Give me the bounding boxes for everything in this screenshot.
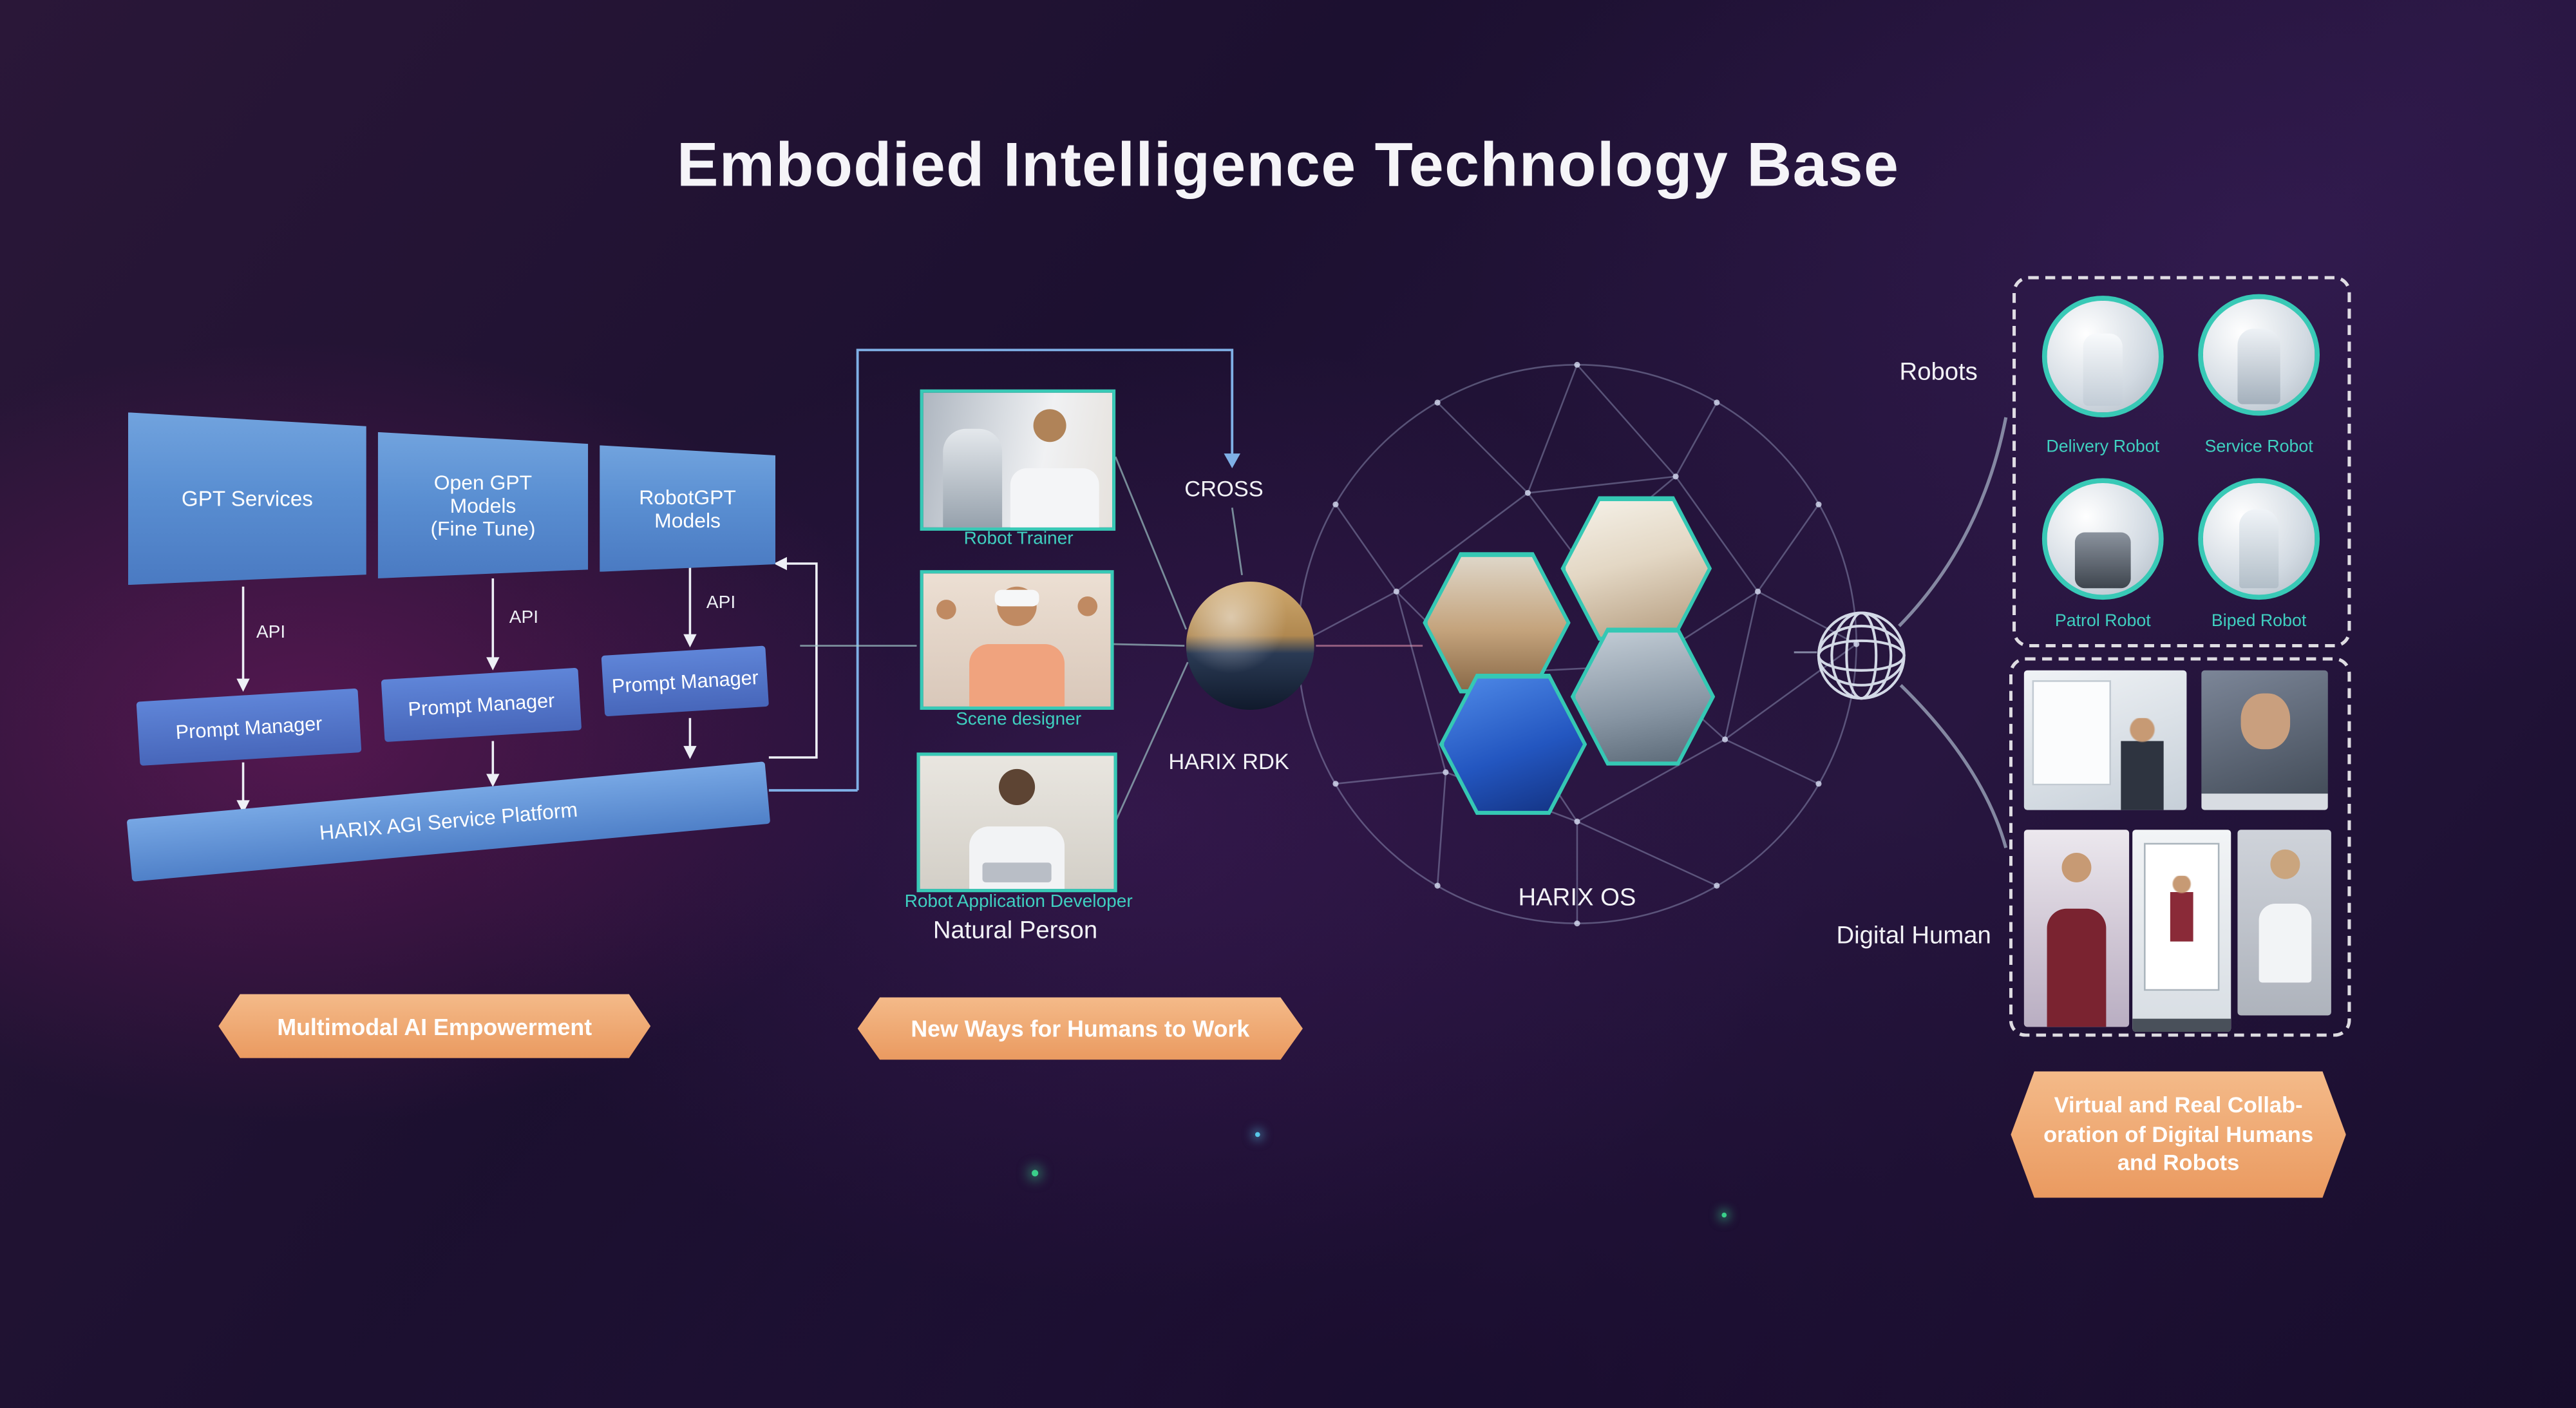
harix-rdk-globe-image — [1186, 582, 1314, 710]
robot-app-developer-caption: Robot Application Developer — [904, 892, 1133, 912]
digital-human-figure — [2258, 904, 2311, 983]
biped-robot-image — [2198, 478, 2320, 600]
digital-human-figure — [2061, 852, 2092, 882]
prompt-manager-label: Prompt Manager — [611, 665, 759, 698]
globe-icon — [1817, 611, 1906, 700]
digital-human-kiosk-photo — [2132, 830, 2231, 1032]
digital-human-hostess-photo — [2023, 830, 2130, 1027]
scene-designer-photo — [920, 570, 1114, 710]
delivery-robot-image — [2041, 296, 2164, 417]
harix-agi-platform-label: HARIX AGI Service Platform — [318, 798, 579, 845]
robot-figure — [943, 428, 1003, 528]
digital-human-group-box — [2009, 657, 2351, 1037]
os-scene-hex — [1560, 496, 1712, 641]
scene-designer-caption: Scene designer — [956, 710, 1082, 730]
harix-os-sphere-wireframe — [1297, 364, 1857, 924]
digital-human-presenter-photo — [2023, 670, 2187, 810]
delivery-robot-label: Delivery Robot — [2046, 437, 2160, 457]
service-robot-figure — [2237, 328, 2280, 404]
api-label: API — [706, 593, 736, 613]
biped-robot-label: Biped Robot — [2211, 611, 2307, 631]
decor-dot — [1721, 1212, 1727, 1218]
cross-label: CROSS — [1184, 476, 1264, 502]
open-gpt-models-label: Open GPT Models (Fine Tune) — [430, 470, 536, 540]
harix-agi-platform-banner: HARIX AGI Service Platform — [126, 761, 771, 882]
api-label: API — [509, 607, 539, 628]
digital-human-figure — [2170, 875, 2193, 942]
person-figure — [999, 768, 1036, 805]
robots-group-box — [2012, 276, 2351, 648]
virtual-real-collaboration-banner: Virtual and Real Collab- oration of Digi… — [2011, 1071, 2346, 1198]
person-figure — [1033, 409, 1066, 442]
digital-human-video-photo — [2201, 670, 2328, 810]
kiosk-base-figure — [2132, 1018, 2231, 1032]
virtual-real-collaboration-label: Virtual and Real Collab- oration of Digi… — [2043, 1092, 2314, 1176]
os-scene-hex — [1423, 552, 1571, 694]
multimodal-ai-banner: Multimodal AI Empowerment — [218, 994, 651, 1058]
digital-human-figure — [2047, 908, 2107, 1027]
person-figure — [1010, 468, 1099, 528]
robotgpt-models-label: RobotGPT Models — [639, 485, 736, 532]
scene-image — [1575, 631, 1711, 762]
service-robot-image — [2198, 294, 2320, 416]
prompt-manager-box: Prompt Manager — [381, 667, 582, 743]
robot-trainer-caption: Robot Trainer — [963, 529, 1074, 549]
os-scene-hex — [1439, 673, 1587, 815]
patrol-robot-figure — [2074, 532, 2131, 589]
person-figure — [969, 643, 1065, 707]
new-ways-banner: New Ways for Humans to Work — [857, 997, 1303, 1060]
decor-dot — [1032, 1170, 1039, 1177]
globe-branches — [1898, 417, 2008, 849]
service-robot-label: Service Robot — [2204, 437, 2313, 457]
biped-robot-figure — [2239, 509, 2279, 589]
person-figure — [1077, 596, 1098, 616]
harix-os-label: HARIX OS — [1518, 884, 1636, 912]
prompt-manager-label: Prompt Manager — [175, 711, 323, 743]
os-scene-hex — [1570, 627, 1716, 766]
natural-person-label: Natural Person — [933, 917, 1098, 945]
gpt-services-label: GPT Services — [181, 486, 313, 511]
digital-human-child-photo — [2237, 830, 2331, 1016]
digital-human-face-figure — [2240, 693, 2289, 750]
vr-headset-figure — [994, 589, 1039, 607]
laptop-figure — [2201, 794, 2328, 810]
harix-rdk-label: HARIX RDK — [1168, 749, 1289, 774]
delivery-robot-figure — [2083, 333, 2123, 406]
prompt-manager-box: Prompt Manager — [601, 645, 769, 717]
scene-image — [1564, 500, 1708, 637]
new-ways-banner-label: New Ways for Humans to Work — [911, 1015, 1250, 1042]
robots-title: Robots — [1899, 358, 1978, 386]
patrol-robot-image — [2041, 478, 2164, 600]
laptop-figure — [982, 862, 1052, 882]
digital-human-title: Digital Human — [1836, 922, 1991, 950]
patrol-robot-label: Patrol Robot — [2054, 611, 2151, 631]
cross-arrowhead — [1224, 453, 1241, 469]
gpt-services-box: GPT Services — [128, 412, 366, 585]
open-gpt-models-box: Open GPT Models (Fine Tune) — [377, 432, 589, 578]
prompt-manager-label: Prompt Manager — [407, 689, 556, 721]
scene-image — [1443, 678, 1583, 811]
scene-image — [1426, 556, 1567, 690]
robot-app-developer-photo — [916, 752, 1117, 893]
api-label: API — [256, 622, 286, 643]
presentation-screen-figure — [2032, 680, 2112, 786]
page-title: Embodied Intelligence Technology Base — [676, 131, 1900, 201]
robot-trainer-photo — [920, 389, 1116, 531]
digital-human-figure — [2269, 849, 2300, 879]
digital-human-figure — [2121, 718, 2164, 810]
prompt-manager-box: Prompt Manager — [136, 688, 362, 766]
decor-dot — [1255, 1132, 1260, 1137]
multimodal-ai-banner-label: Multimodal AI Empowerment — [277, 1013, 592, 1040]
sphere-nodes — [1294, 361, 1860, 927]
person-figure — [936, 600, 956, 620]
robotgpt-models-box: RobotGPT Models — [600, 445, 776, 572]
